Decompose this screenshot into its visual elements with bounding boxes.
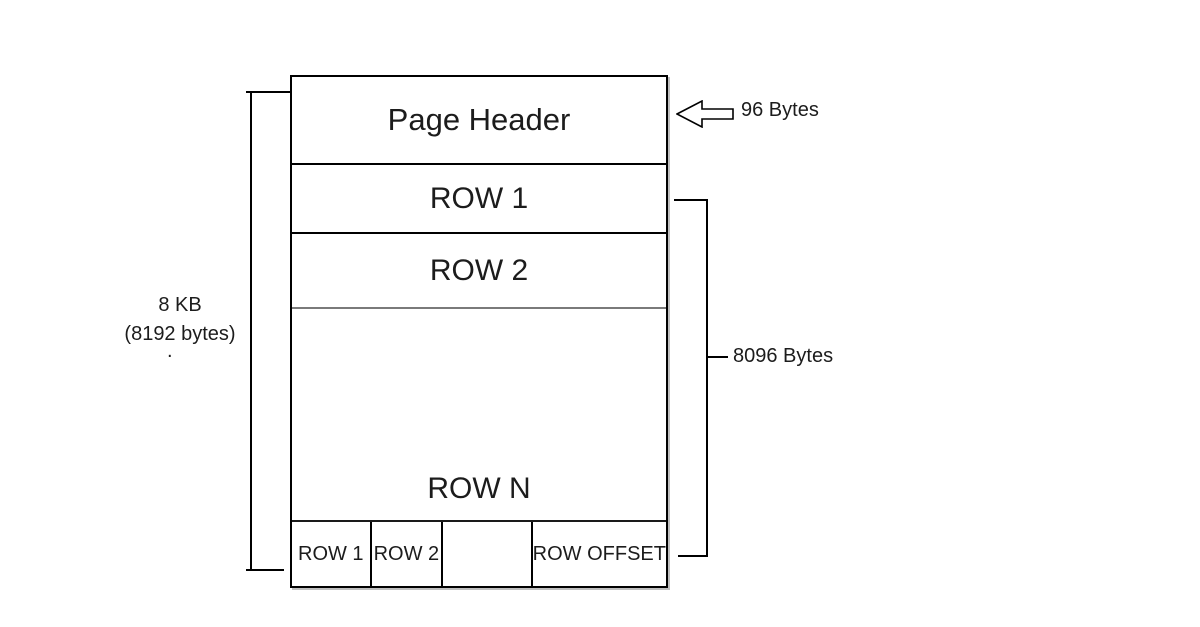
offset-cell-row-1-label: ROW 1: [298, 542, 364, 565]
body-size-label: 8096 Bytes: [733, 345, 834, 367]
offset-cell-row-offset: ROW OFFSET: [533, 522, 666, 586]
right-bracket-middle-tick: [706, 356, 728, 358]
row-n-label: ROW N: [427, 472, 531, 505]
left-pointing-arrow-icon: [676, 100, 734, 128]
offset-cell-row-2: ROW 2: [372, 522, 444, 586]
total-size-line2: (8192 bytes): [124, 323, 236, 345]
total-size-label: 8 KB (8192 bytes): [98, 291, 262, 349]
right-bracket-vertical-line: [706, 199, 708, 557]
offset-cell-row-2-label: ROW 2: [373, 542, 440, 565]
left-bracket-vertical-line: [250, 91, 252, 571]
row-2-section: ROW 2: [292, 234, 666, 309]
row-n-section: ROW N: [292, 309, 666, 522]
stray-period-mark: .: [167, 340, 173, 362]
offset-cell-row-offset-label: ROW OFFSET: [532, 542, 666, 565]
total-size-line1: 8 KB: [158, 294, 202, 316]
row-1-label: ROW 1: [429, 181, 529, 215]
page-header-label: Page Header: [387, 102, 571, 137]
row-1-section: ROW 1: [292, 165, 666, 234]
offset-cell-row-1: ROW 1: [292, 522, 372, 586]
row-offset-array-section: ROW 1 ROW 2 ROW OFFSET: [292, 522, 666, 586]
right-bracket-top-tick: [674, 199, 708, 201]
right-bracket-bottom-tick: [678, 555, 708, 557]
offset-cell-empty: [443, 522, 533, 586]
left-bracket-bottom-tick: [246, 569, 284, 571]
left-bracket-top-tick: [246, 91, 290, 93]
data-page-box: Page Header ROW 1 ROW 2 ROW N ROW 1 ROW …: [290, 75, 668, 588]
row-2-label: ROW 2: [429, 253, 529, 287]
page-header-section: Page Header: [292, 77, 666, 165]
header-size-label: 96 Bytes: [741, 99, 819, 121]
